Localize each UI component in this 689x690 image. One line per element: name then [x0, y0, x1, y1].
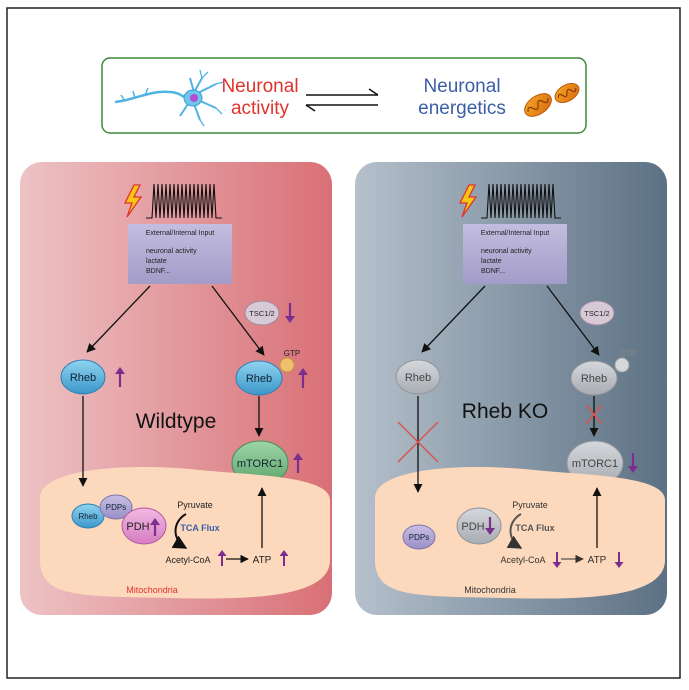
gtp-label: GTP — [284, 349, 300, 358]
block-cross-icon — [397, 421, 439, 463]
up-arrow-icon — [298, 368, 308, 388]
atp-label: ATP — [588, 555, 607, 566]
mtorc1-label: mTORC1 — [237, 458, 283, 470]
input-title: External/Internal Input — [146, 230, 215, 237]
pyruvate-label: Pyruvate — [512, 500, 548, 510]
input-item: neuronal activity — [146, 248, 197, 255]
spike-train-icon — [481, 183, 561, 219]
mitochondria-compartment — [375, 467, 665, 599]
input-item: lactate — [146, 258, 167, 265]
down-arrow-icon — [614, 552, 624, 568]
lightning-icon — [458, 184, 478, 218]
block-cross-icon — [585, 404, 603, 425]
lightning-icon — [123, 184, 143, 218]
down-arrow-icon — [485, 517, 495, 535]
input-item: BDNF... — [146, 268, 170, 275]
tca-label: TCA Flux — [180, 523, 219, 533]
rheb-node — [395, 359, 441, 395]
pdh-label: PDH — [461, 521, 484, 533]
input-item: neuronal activity — [481, 248, 532, 255]
equilibrium-arrows-icon — [305, 88, 379, 112]
atp-label: ATP — [253, 555, 272, 566]
header-left-line1: Neuronal — [221, 76, 298, 97]
up-arrow-icon — [217, 550, 227, 566]
input-item: BDNF... — [481, 268, 505, 275]
tca-curve-arrow — [506, 513, 523, 549]
down-arrow-icon — [552, 552, 562, 568]
pdps-label: PDPs — [106, 503, 126, 512]
acetyl-coa-label: Acetyl-CoA — [500, 555, 545, 565]
rheb-label: Rheb — [581, 373, 607, 385]
header-right-line2: energetics — [418, 98, 506, 119]
down-arrow-icon — [628, 453, 638, 473]
rheb-label: Rheb — [246, 373, 272, 385]
tsc-node — [579, 300, 615, 326]
gtp-node — [614, 357, 630, 373]
tsc-label: TSC1/2 — [584, 309, 609, 318]
header-left-line2: activity — [231, 98, 290, 119]
up-arrow-icon — [279, 550, 289, 566]
rheb-label: Rheb — [405, 372, 431, 384]
input-box: External/Internal Input neuronal activit… — [128, 224, 232, 284]
rheb-node — [60, 359, 106, 395]
input-title: External/Internal Input — [481, 230, 550, 237]
mitochondria-label: Mitochondria — [464, 585, 516, 595]
pyruvate-label: Pyruvate — [177, 500, 213, 510]
knockout-panel: External/Internal Input neuronal activit… — [355, 162, 667, 615]
up-arrow-icon — [293, 453, 303, 473]
tsc-node — [244, 300, 280, 326]
pdps-node — [99, 494, 133, 520]
pdps-label: PDPs — [409, 533, 429, 542]
mitochondria-icon — [524, 83, 580, 117]
tca-curve-arrow — [171, 513, 188, 549]
panel-title: Wildtype — [136, 410, 217, 433]
gtp-node — [279, 357, 295, 373]
input-box: External/Internal Input neuronal activit… — [463, 224, 567, 284]
header-box: Neuronal activity Neuronal energetics — [101, 57, 587, 134]
rheb-label: Rheb — [70, 372, 96, 384]
tca-label: TCA Flux — [515, 523, 554, 533]
pdps-node — [402, 524, 436, 550]
down-arrow-icon — [285, 303, 295, 323]
pdh-label: PDH — [126, 521, 149, 533]
header-right-line1: Neuronal — [423, 76, 500, 97]
tsc-label: TSC1/2 — [249, 309, 274, 318]
rheb-small-label: Rheb — [78, 512, 98, 521]
mitochondria-label: Mitochondria — [126, 585, 178, 595]
rheb-gtp-node — [235, 360, 283, 396]
acetyl-coa-label: Acetyl-CoA — [165, 555, 210, 565]
mtorc1-label: mTORC1 — [572, 458, 618, 470]
spike-train-icon — [146, 183, 222, 219]
rheb-gtp-node — [570, 360, 618, 396]
up-arrow-icon — [150, 518, 160, 536]
rheb-small-node — [71, 503, 105, 529]
wildtype-panel: External/Internal Input neuronal activit… — [20, 162, 332, 615]
up-arrow-icon — [115, 367, 125, 387]
input-item: lactate — [481, 258, 502, 265]
neuron-icon — [114, 69, 225, 127]
gtp-label: GTP — [620, 349, 636, 358]
panel-title: Rheb KO — [462, 400, 548, 423]
